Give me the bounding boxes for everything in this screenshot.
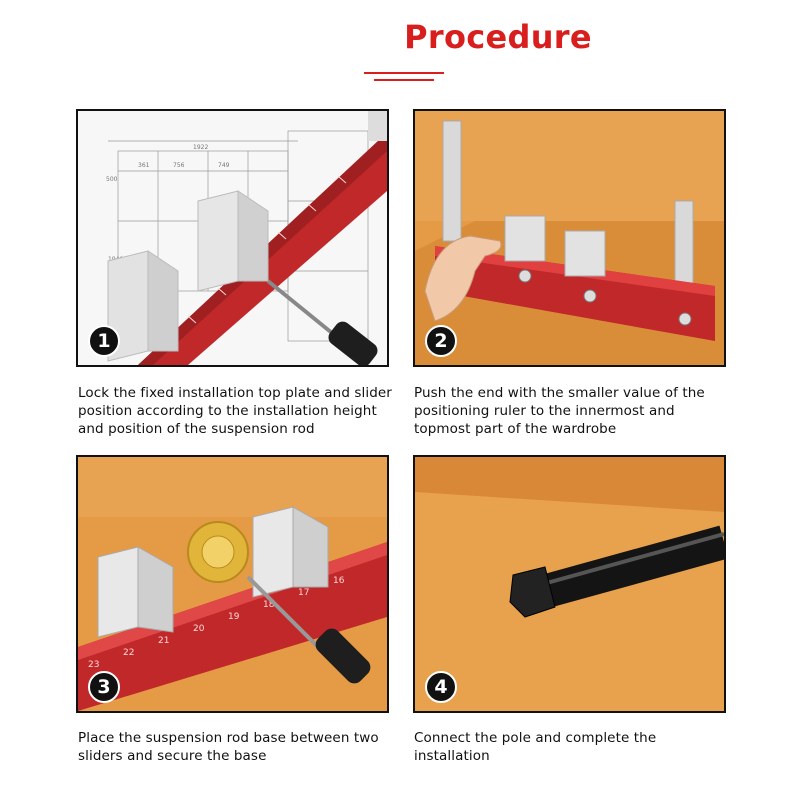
svg-text:749: 749 (218, 162, 230, 169)
svg-text:20: 20 (193, 624, 205, 634)
svg-text:18: 18 (263, 600, 275, 610)
svg-text:17: 17 (298, 588, 309, 598)
svg-text:500: 500 (106, 176, 118, 183)
ruler-bar (435, 246, 715, 341)
svg-text:361: 361 (138, 162, 150, 169)
hand (424, 235, 502, 322)
title-underline-short (374, 79, 434, 81)
screwdriver-handle (315, 628, 371, 684)
step-number-badge: 4 (425, 671, 457, 703)
step-3-illustration: 23 22 21 20 19 18 17 16 (78, 457, 387, 711)
step-4-caption: Connect the pole and complete the instal… (414, 730, 657, 764)
svg-text:22: 22 (123, 648, 134, 658)
step-2-illustration (415, 111, 724, 365)
step-number-badge: 3 (88, 671, 120, 703)
step-1-caption: Lock the fixed installation top plate an… (78, 385, 392, 437)
title-underline-long (364, 72, 444, 74)
rod-end-cap (509, 566, 556, 618)
svg-text:21: 21 (158, 636, 169, 646)
svg-text:23: 23 (88, 660, 99, 670)
svg-text:756: 756 (173, 162, 185, 169)
step-2-caption: Push the end with the smaller value of t… (414, 385, 705, 437)
step-3-caption: Place the suspension rod base between tw… (78, 730, 379, 764)
screwdriver-handle (328, 321, 378, 365)
svg-text:16: 16 (333, 576, 345, 586)
hanging-rod (520, 525, 724, 614)
step-4-illustration (415, 457, 724, 711)
svg-text:19: 19 (228, 612, 240, 622)
height-ruler-left (442, 120, 462, 242)
step-number-badge: 1 (88, 325, 120, 357)
page-title: Procedure (404, 18, 592, 56)
step-4-image: 4 (413, 455, 726, 713)
step-3-image: 23 22 21 20 19 18 17 16 3 (76, 455, 389, 713)
step-2-image: 2 (413, 109, 726, 367)
screwdriver-shaft (246, 575, 330, 659)
svg-text:1922: 1922 (193, 144, 208, 151)
step-number-badge: 2 (425, 325, 457, 357)
